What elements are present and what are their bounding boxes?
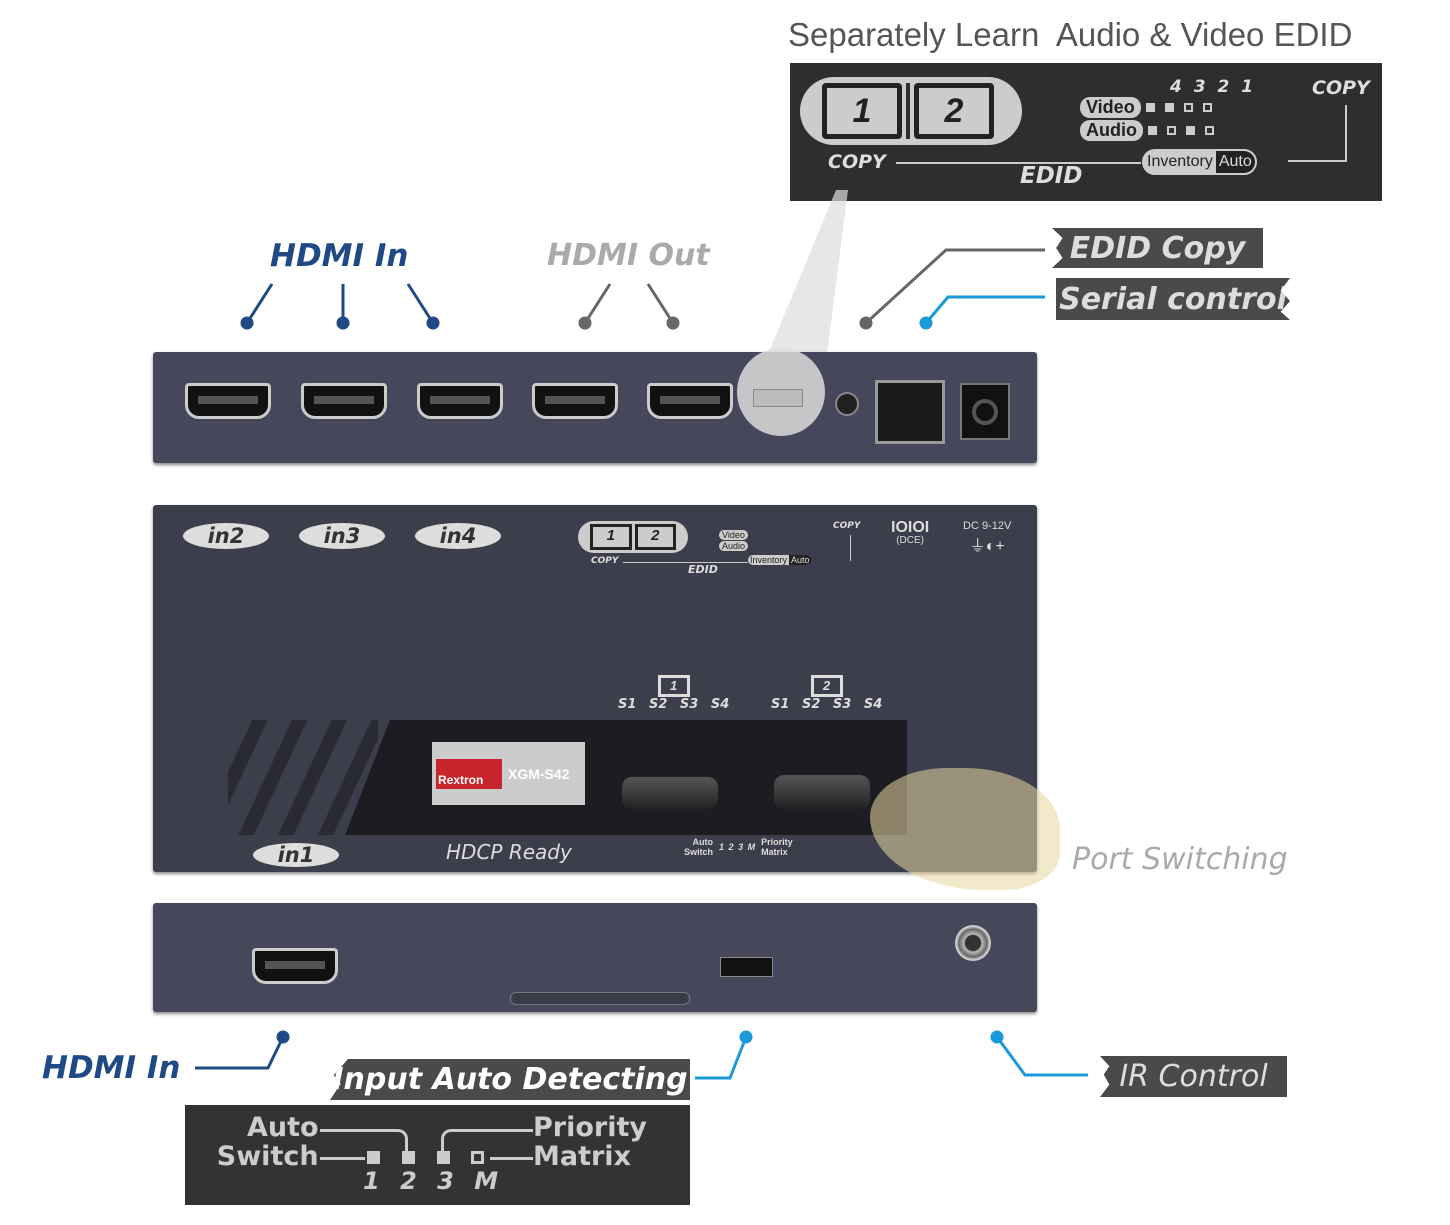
input-auto-detecting-tag: Input Auto Detecting — [330, 1059, 690, 1100]
device-front-panel — [153, 903, 1037, 1012]
serial-control-tag: Serial control — [1056, 278, 1290, 320]
hdmi-out-label: HDMI Out — [547, 238, 710, 273]
model-name: XGM-S42 — [508, 765, 570, 782]
mini-edid: EDID — [688, 563, 718, 576]
edid-copy-button — [835, 392, 859, 416]
monitor-1-icon: 1 — [657, 675, 690, 697]
model-badge: Rextron XGM-S42 — [432, 742, 585, 805]
hdcp-ready-label: HDCP Ready — [446, 840, 572, 864]
hdmi-in-port-4 — [417, 383, 503, 419]
page-title: Separately Learn Audio & Video EDID — [788, 16, 1353, 53]
output-1-select-button — [622, 777, 718, 809]
output-1-sources: 1 S1 S2 S3 S4 — [618, 675, 729, 712]
mini-copy-left: COPY — [591, 556, 619, 566]
in3-label: in3 — [299, 523, 385, 549]
edid-label: EDID — [1020, 163, 1083, 189]
mode-numbers: 1 2 3 M — [363, 1167, 499, 1195]
ir-receiver — [955, 925, 991, 961]
video-row: Video — [1080, 97, 1217, 118]
mini-mode-legend: Auto Switch 1 2 3 M Priority Matrix — [683, 837, 793, 857]
audio-row: Audio — [1080, 120, 1219, 141]
in1-label: in1 — [253, 843, 339, 867]
output-2-sources: 2 S1 S2 S3 S4 — [771, 675, 882, 712]
edid-copy-tag: EDID Copy — [1052, 228, 1263, 268]
serial-port-label: IOIOI(DCE) — [891, 519, 930, 546]
copy-label-left: COPY — [828, 151, 886, 173]
device-rear-panel — [153, 348, 1037, 463]
rextron-logo: Rextron — [436, 758, 502, 789]
monitor-2-icon: 2 — [914, 83, 994, 139]
port-numbers: 4 3 2 1 — [1170, 77, 1254, 97]
ir-control-tag: IR Control — [1100, 1056, 1287, 1097]
power-polarity-icon: ⏚◐ — [969, 538, 996, 555]
in4-label: in4 — [415, 523, 501, 549]
rj45-serial-port — [875, 380, 945, 444]
output-monitor-buttons: 1 2 — [800, 77, 1022, 145]
edid-slide-switch — [753, 389, 803, 407]
hdmi-in-port-3 — [301, 383, 387, 419]
hdmi-in-label-top: HDMI In — [270, 238, 409, 274]
zoom-beam — [752, 190, 848, 393]
mode-slide-switch — [720, 957, 773, 977]
hdmi-in-port-1 — [252, 948, 338, 984]
in2-label: in2 — [183, 523, 269, 549]
dc-power-jack — [960, 383, 1010, 440]
hdmi-out-port-2 — [647, 383, 733, 419]
mini-copy-right: COPY — [833, 521, 861, 531]
port-switching-label: Port Switching — [1072, 842, 1288, 877]
mini-video-label: Video — [719, 530, 748, 540]
monitor-1-icon: 1 — [822, 83, 902, 139]
power-label: DC 9-12V⏚◐+ — [963, 520, 1012, 555]
hdmi-out-port-1 — [532, 383, 618, 419]
mini-edid-monitors: 1 2 — [578, 521, 688, 553]
output-2-select-button — [774, 775, 870, 809]
edid-panel-zoom: 1 2 COPY EDID 4 3 2 1 Video Audio Invent… — [790, 63, 1382, 201]
front-slot — [510, 992, 690, 1005]
hdmi-in-port-2 — [185, 383, 271, 419]
hdmi-in-label-bottom: HDMI In — [42, 1050, 181, 1086]
monitor-2-icon: 2 — [634, 524, 676, 550]
monitor-1-icon: 1 — [590, 524, 632, 550]
monitor-2-icon: 2 — [810, 675, 843, 697]
copy-label-right: COPY — [1312, 77, 1370, 99]
mini-audio-label: Audio — [719, 541, 749, 551]
